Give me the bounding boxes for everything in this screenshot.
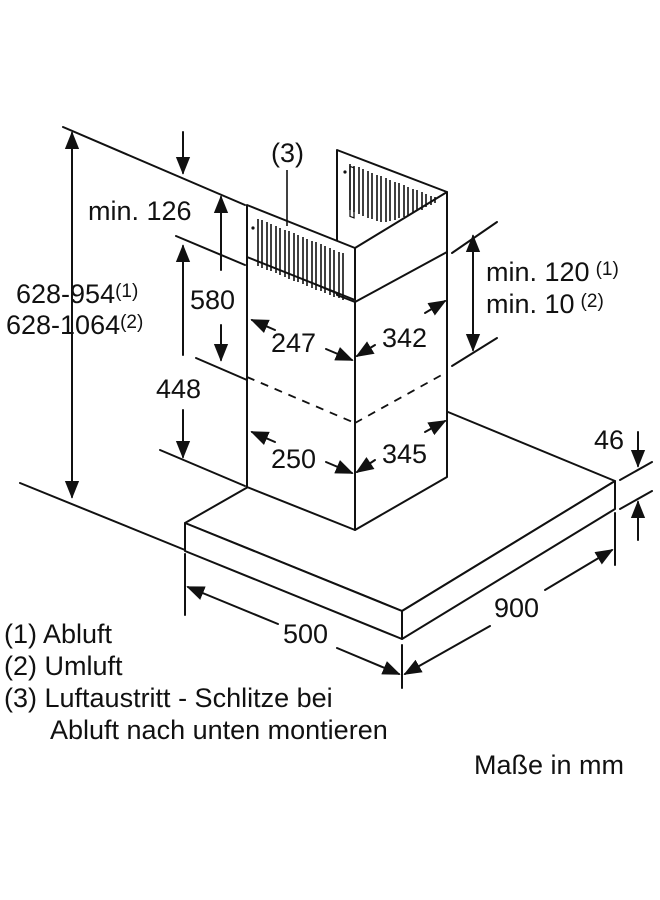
canopy [184,411,616,640]
label-500: 500 [283,619,328,649]
ext-line-overlap [195,357,248,381]
legend: (1) Abluft (2) Umluft (3) Luftaustritt -… [4,618,388,746]
dim-247-right [325,347,354,361]
legend-item-abluft: (1) Abluft [4,619,113,649]
ext-line-clearance-bottom [451,337,498,367]
ext-line-canopy-top-right [619,461,653,481]
dim-342-left [355,341,376,357]
ext-line-chimney-top [175,235,246,266]
label-clearance-2: min. 10(2) [486,289,604,319]
dim-900-right [544,549,614,591]
label-250: 250 [271,444,316,474]
dim-345-right [424,420,447,436]
label-46: 46 [594,425,624,455]
dim-900-left [403,625,491,675]
legend-item-umluft: (2) Umluft [4,651,123,681]
ext-line-canopy-bottom-right [619,490,653,510]
vent-slots-back-lines [343,164,436,222]
vent-slots-front [251,219,344,300]
legend-item-luftaustritt-cont: Abluft nach unten montieren [50,715,388,745]
callout-3-label: (3) [271,138,304,168]
reference-line [19,482,186,551]
label-900: 900 [494,593,539,623]
dim-342-right [424,300,447,316]
dim-500-right [336,647,401,675]
dim-247-left [250,319,276,334]
label-580: 580 [190,285,235,315]
label-342: 342 [382,323,427,353]
ceiling-line [62,126,246,206]
label-448: 448 [156,374,201,404]
dim-500-left [186,586,279,625]
upper-chimney [246,149,448,303]
label-345: 345 [382,439,427,469]
ext-line-canopy-top [159,449,246,487]
units-note: Maße in mm [474,750,625,780]
dim-345-left [355,457,376,473]
label-total-height-2: 628-1064(2) [6,310,143,340]
legend-item-luftaustritt: (3) Luftaustritt - Schlitze bei [4,683,333,713]
dim-250-right [325,460,354,474]
label-clearance-1: min. 120(1) [486,257,619,287]
ext-line-clearance-top [451,221,498,254]
dim-250-left [250,431,276,446]
label-total-height-1: 628-954(1) [16,279,138,309]
label-min-126: min. 126 [88,196,192,226]
label-247: 247 [271,328,316,358]
